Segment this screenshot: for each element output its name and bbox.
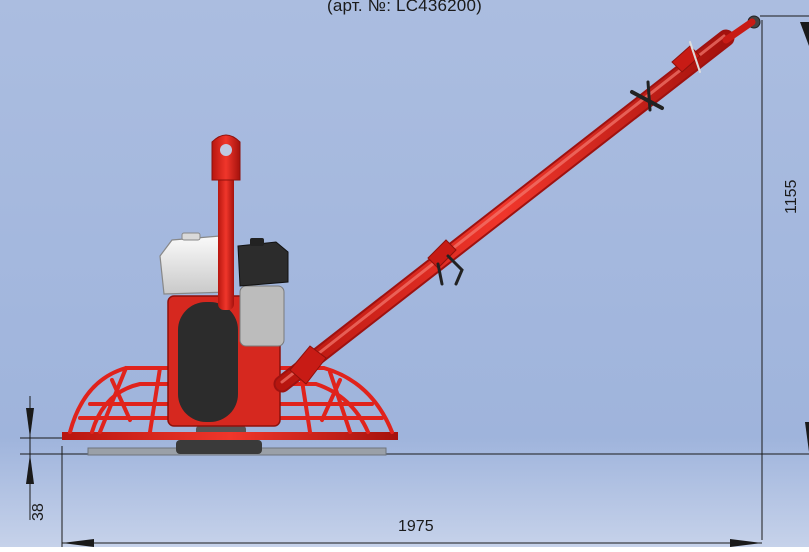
- length-dimension-label: 1975: [398, 518, 434, 535]
- lift-handle: [211, 134, 241, 310]
- handle-end-link: [722, 18, 756, 44]
- length-arrow-left: [62, 539, 94, 547]
- blade-hub: [176, 440, 262, 454]
- engine-cover: [178, 302, 238, 422]
- gap-arrow-top: [26, 408, 34, 438]
- blade-gap-dimension-label: 38: [30, 503, 47, 521]
- operating-handle: [273, 29, 735, 393]
- air-filter: [237, 241, 289, 287]
- pitch-lever: [436, 254, 464, 286]
- height-dimension-label: 1155: [783, 179, 800, 214]
- upper-grip: [630, 41, 701, 112]
- length-arrow-right: [730, 539, 762, 547]
- air-filter-knob: [250, 238, 264, 246]
- tank-cap: [181, 232, 201, 241]
- engine-housing: [239, 285, 285, 347]
- height-arrow-top: [800, 22, 809, 46]
- article-caption: (арт. №: LC436200): [327, 0, 482, 15]
- gap-arrow-bottom: [26, 454, 34, 484]
- base-ring: [62, 432, 398, 440]
- height-arrow-bottom: [805, 422, 809, 452]
